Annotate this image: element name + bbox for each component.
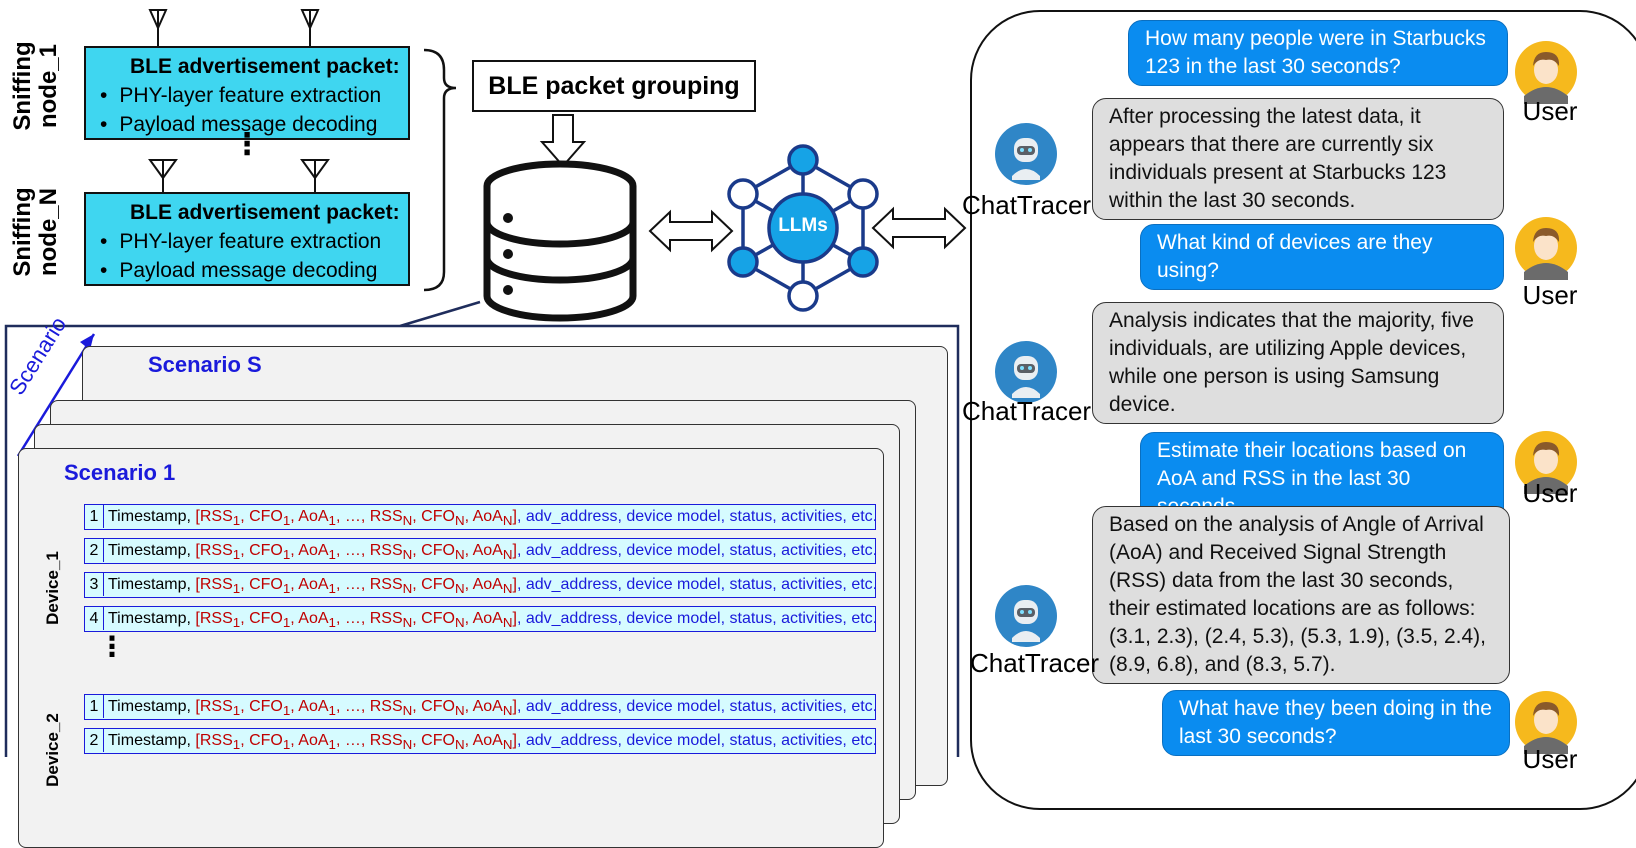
llm-network-icon <box>727 144 879 312</box>
user-name-label: User <box>1522 744 1578 774</box>
device-2-label: Device_2 <box>42 713 62 787</box>
device-1-label: Device_1 <box>42 551 62 625</box>
double-arrow <box>871 206 967 250</box>
row-meta: , adv_address, device model, status, act… <box>516 732 878 749</box>
bot-name-label: ChatTracer <box>962 396 1092 426</box>
double-arrow <box>648 209 734 253</box>
llm-label: LLMs <box>778 215 828 236</box>
sniffing-node-1-box: BLE advertisement packet: PHY-layer feat… <box>84 46 410 140</box>
sniffing-node-1-label: Sniffing node_1 <box>9 36 62 136</box>
row-timestamp: Timestamp, <box>108 508 196 525</box>
row-timestamp: Timestamp, <box>108 576 196 593</box>
bot-name-label: ChatTracer <box>970 648 1100 678</box>
bot-message-bubble: After processing the latest data, it app… <box>1092 98 1504 220</box>
node-item: PHY-layer feature extraction <box>100 227 408 256</box>
row-meta: , adv_address, device model, status, act… <box>516 508 878 525</box>
sniffing-node-n-label: Sniffing node_N <box>9 182 62 282</box>
row-features: [RSS1, CFO1, AoA1, …, RSSN, CFON, AoAN] <box>195 610 517 631</box>
node-ellipsis: ⋮ <box>232 128 262 161</box>
antenna-icon <box>300 9 320 46</box>
row-timestamp: Timestamp, <box>108 732 196 749</box>
sniff-label-line: node_N <box>35 188 62 277</box>
sniff-label-line: Sniffing <box>9 41 36 131</box>
row-meta: , adv_address, device model, status, act… <box>516 698 878 715</box>
node-item: Payload message decoding <box>100 110 408 139</box>
node-header: BLE advertisement packet: <box>130 55 400 78</box>
user-avatar-icon <box>1515 217 1577 280</box>
node-item: PHY-layer feature extraction <box>100 81 408 110</box>
row-meta: , adv_address, device model, status, act… <box>516 610 878 627</box>
row-index: 1 <box>85 695 104 718</box>
bot-message-bubble: Based on the analysis of Angle of Arriva… <box>1092 506 1510 684</box>
down-arrow <box>539 114 587 168</box>
row-features: [RSS1, CFO1, AoA1, …, RSSN, CFON, AoAN] <box>195 698 517 719</box>
row-timestamp: Timestamp, <box>108 542 196 559</box>
diagram-lines <box>4 9 967 757</box>
node-header: BLE advertisement packet: <box>130 201 400 224</box>
sniffing-node-n-box: BLE advertisement packet: PHY-layer feat… <box>84 192 410 286</box>
node-item: Payload message decoding <box>100 256 408 285</box>
row-index: 2 <box>85 539 104 562</box>
user-name-label: User <box>1522 280 1578 310</box>
node-items: PHY-layer feature extraction Payload mes… <box>86 227 408 285</box>
scenario-callout <box>4 300 960 757</box>
user-name-label: User <box>1522 478 1578 508</box>
chatbot-avatar-icon <box>995 123 1057 185</box>
row-features: [RSS1, CFO1, AoA1, …, RSSN, CFON, AoAN] <box>195 732 517 753</box>
chatbot-avatar-icon <box>995 585 1057 647</box>
user-name-label: User <box>1522 96 1578 126</box>
user-avatar-icon <box>1515 41 1577 104</box>
row-timestamp: Timestamp, <box>108 610 196 627</box>
row-meta: , adv_address, device model, status, act… <box>516 576 878 593</box>
row-features: [RSS1, CFO1, AoA1, …, RSSN, CFON, AoAN] <box>195 508 517 529</box>
diagram-canvas: Sniffing node_1 BLE advertisement packet… <box>0 0 1636 757</box>
node-brace <box>423 48 457 292</box>
packet-grouping-box: BLE packet grouping <box>472 60 756 112</box>
row-index: 4 <box>85 607 104 630</box>
row-features: [RSS1, CFO1, AoA1, …, RSSN, CFON, AoAN] <box>195 576 517 597</box>
database-icon <box>483 160 637 322</box>
user-message-bubble: What kind of devices are they using? <box>1140 224 1504 290</box>
user-message-bubble: How many people were in Starbucks 123 in… <box>1128 20 1508 86</box>
sniff-label-line: Sniffing <box>9 187 36 277</box>
row-index: 2 <box>85 729 104 752</box>
scenario-s-title: Scenario S <box>148 352 262 377</box>
row-ellipsis: ⋮ <box>98 631 126 662</box>
antenna-icon <box>300 159 330 194</box>
scenario-1-title: Scenario 1 <box>64 460 176 485</box>
row-features: [RSS1, CFO1, AoA1, …, RSSN, CFON, AoAN] <box>195 542 517 563</box>
node-items: PHY-layer feature extraction Payload mes… <box>86 81 408 139</box>
user-message-bubble: What have they been doing in the last 30… <box>1162 690 1510 756</box>
bot-name-label: ChatTracer <box>962 190 1092 220</box>
user-avatar-icon <box>1515 431 1577 494</box>
sniff-label-line: node_1 <box>35 43 62 129</box>
row-timestamp: Timestamp, <box>108 698 196 715</box>
scenario-axis-arrow <box>16 333 96 457</box>
antenna-icon <box>148 9 168 46</box>
user-avatar-icon <box>1515 691 1577 754</box>
row-index: 3 <box>85 573 104 596</box>
antenna-icon <box>148 159 178 194</box>
row-meta: , adv_address, device model, status, act… <box>516 542 878 559</box>
row-index: 1 <box>85 505 104 528</box>
bot-message-bubble: Analysis indicates that the majority, fi… <box>1092 302 1504 424</box>
chatbot-avatar-icon <box>995 341 1057 403</box>
